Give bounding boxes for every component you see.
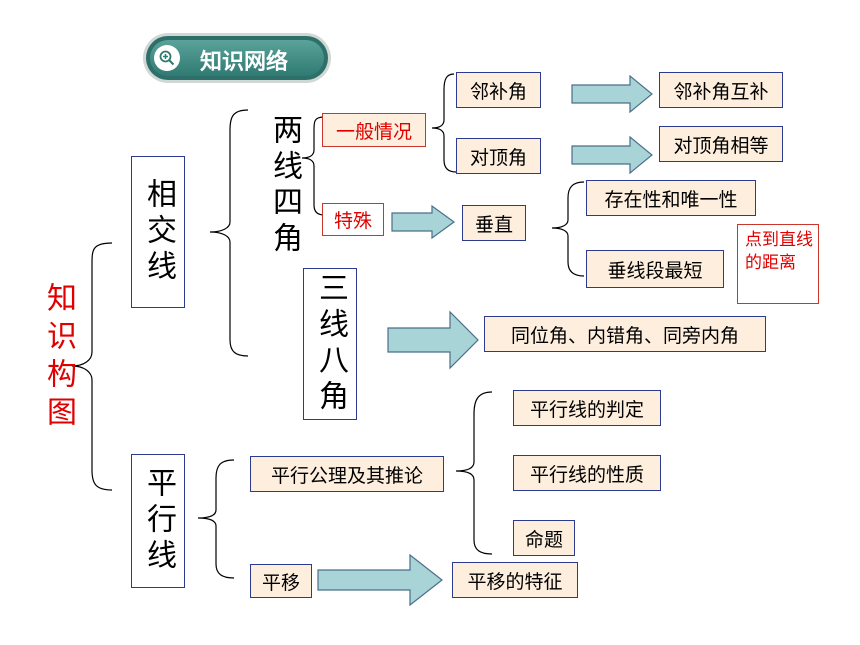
arrow-linbu — [571, 74, 653, 114]
brace-gongli — [455, 391, 493, 555]
brace-liangxian — [301, 116, 325, 216]
node-chuixianduan: 垂线段最短 — [586, 250, 724, 288]
node-duiding-result: 对顶角相等 — [659, 126, 783, 162]
arrow-sanxian — [387, 310, 479, 370]
arrow-pingyi — [317, 553, 443, 607]
node-cunzai: 存在性和唯一性 — [586, 180, 756, 216]
knowledge-network-badge: 知识网络 — [146, 36, 328, 80]
node-teshu: 特殊 — [322, 203, 384, 236]
node-xiangjiaoxian: 相交线 — [131, 156, 185, 308]
node-chuizhi: 垂直 — [462, 205, 526, 241]
node-pingyi: 平移 — [250, 564, 312, 598]
node-liangxiansijiao: 两线四角 — [267, 114, 302, 258]
node-xingzhi: 平行线的性质 — [513, 455, 661, 491]
node-panding: 平行线的判定 — [513, 390, 661, 426]
note-juli: 点到直线的距离 — [737, 224, 819, 304]
node-pingyi-tezheng: 平移的特征 — [452, 562, 578, 598]
node-pingxingxian: 平行线 — [131, 454, 185, 588]
brace-xiangjiao — [209, 109, 249, 357]
arrow-teshu — [391, 204, 456, 240]
node-tongwei: 同位角、内错角、同旁内角 — [484, 316, 766, 352]
node-sanxianbajiao: 三线八角 — [303, 268, 357, 420]
brace-root — [71, 242, 113, 491]
badge-label: 知识网络 — [200, 50, 289, 75]
node-duiding: 对顶角 — [456, 138, 541, 174]
arrow-duiding — [571, 135, 653, 175]
node-yiban: 一般情况 — [322, 113, 426, 147]
magnifier-plus-icon — [154, 45, 180, 71]
node-mingti: 命题 — [513, 520, 575, 556]
brace-yiban — [431, 73, 457, 173]
node-gongli: 平行公理及其推论 — [250, 456, 444, 492]
node-linbu-result: 邻补角互补 — [659, 72, 783, 108]
brace-pingxing — [197, 459, 235, 579]
root-title: 知识构图 — [41, 282, 76, 434]
brace-chuizhi — [551, 181, 585, 277]
node-linbu: 邻补角 — [456, 72, 541, 108]
